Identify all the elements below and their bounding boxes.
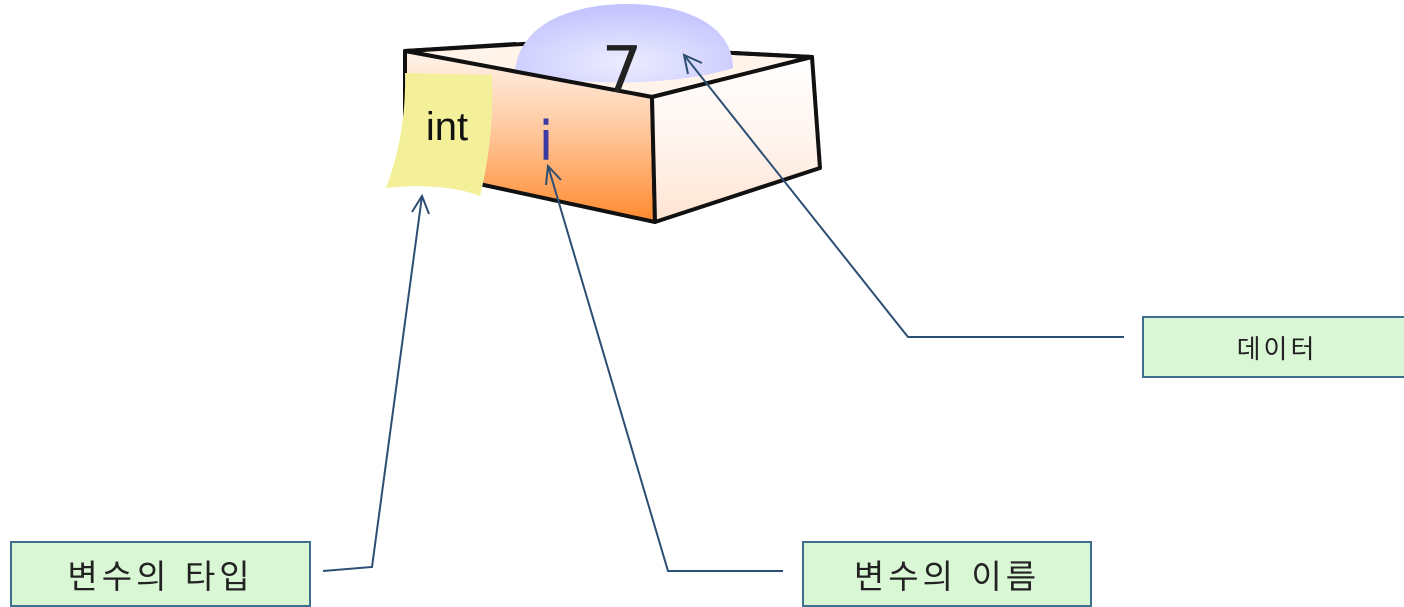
box-value: 7 xyxy=(602,34,643,108)
variable-type-label: 변수의 타입 xyxy=(10,541,311,607)
leader-line-type xyxy=(322,195,423,572)
box-top-edge xyxy=(403,42,517,53)
type-tag-text: int xyxy=(426,105,468,149)
box-top-edge-right xyxy=(731,51,814,59)
value-ellipse xyxy=(515,3,733,83)
variable-type-label-text: 변수의 타입 xyxy=(67,557,254,596)
variable-name-label: 변수의 이름 xyxy=(802,541,1092,607)
arrowhead-name xyxy=(545,163,562,186)
type-tag: int xyxy=(386,73,493,196)
data-label: 데이터 xyxy=(1142,316,1404,378)
variable-name-label-text: 변수의 이름 xyxy=(853,557,1041,596)
type-tag-shape xyxy=(386,73,493,196)
leader-line-data xyxy=(683,54,1124,338)
data-label-text: 데이터 xyxy=(1236,334,1318,365)
variable-name: i xyxy=(538,110,553,173)
arrowhead-data xyxy=(682,53,703,75)
leader-line-name xyxy=(547,165,783,572)
box-side xyxy=(650,55,822,224)
arrowhead-type xyxy=(411,193,430,215)
leader-lines xyxy=(322,53,1124,572)
